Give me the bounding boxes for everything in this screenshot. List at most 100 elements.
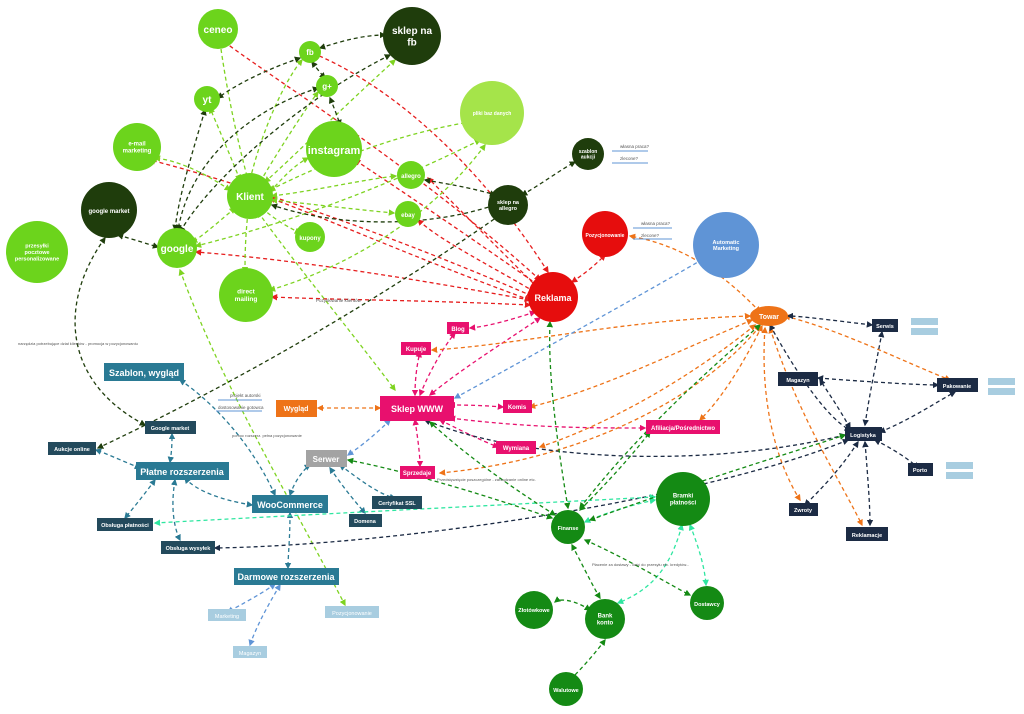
node-platne[interactable]: Płatne rozszerzenia: [136, 462, 229, 480]
node-obsluga-platnosci[interactable]: Obsługa płatności: [97, 518, 153, 531]
node-porto[interactable]: Porto: [908, 463, 933, 476]
svg-text:Blog: Blog: [451, 327, 465, 333]
node-finanse[interactable]: Finanse: [551, 510, 585, 544]
svg-text:Serwer: Serwer: [313, 455, 340, 464]
node-google-market[interactable]: google market: [81, 182, 137, 238]
node-google-market2[interactable]: Google market: [145, 421, 196, 434]
node-sprzedaje[interactable]: Sprzedaje: [400, 466, 435, 479]
svg-text:Marketing: Marketing: [215, 614, 239, 620]
node-szablon-wyglad[interactable]: Szablon, wygląd: [104, 363, 184, 381]
node-walutowe[interactable]: Walutowe: [549, 672, 583, 706]
node-instagram[interactable]: instagram: [306, 121, 362, 177]
node-marketing[interactable]: Marketing: [208, 609, 246, 621]
edge-woo-szablon: [178, 379, 276, 497]
edge-towar-pakowanie: [783, 314, 952, 382]
edge-platne-gm2: [167, 432, 176, 464]
node-domena[interactable]: Domena: [349, 514, 382, 527]
node-pliki[interactable]: pliki baz danych: [460, 81, 524, 145]
node-magazyn-left[interactable]: Magazyn: [233, 646, 267, 658]
edge-platne-wysylek: [170, 478, 181, 542]
node-zwroty[interactable]: Zwroty: [789, 503, 818, 516]
node-reklamacje[interactable]: Reklamacje: [846, 527, 888, 541]
node-logistyka[interactable]: Logistyka: [845, 427, 882, 441]
svg-text:Certyfikat SSL: Certyfikat SSL: [378, 501, 416, 507]
svg-text:ceneo: ceneo: [204, 25, 233, 36]
edge-sklepallegro-szablon: [520, 161, 577, 196]
node-reklama[interactable]: Reklama: [528, 272, 578, 322]
svg-text:Sklep WWW: Sklep WWW: [391, 404, 444, 414]
edge-reklama-direct: [270, 293, 532, 309]
node-magazyn-right[interactable]: Magazyn: [778, 372, 818, 386]
svg-text:Magazyn: Magazyn: [239, 651, 261, 657]
edge-bramki-dostawcy: [688, 523, 709, 587]
node-komis[interactable]: Komis: [503, 400, 532, 413]
edge-finanse-dostawcy: [583, 539, 692, 596]
svg-text:Reklama: Reklama: [534, 293, 572, 303]
edge-sklep-serwer: [346, 419, 391, 456]
edge-fb-gplus: [311, 60, 326, 79]
note-pomoc: pomoc rozszerz. pełna pozycjonowanie: [232, 433, 303, 438]
svg-text:zlecone?: zlecone?: [641, 233, 660, 238]
node-obsluga-wysylek[interactable]: Obsługa wysyłek: [161, 541, 215, 554]
svg-text:Szablon, wygląd: Szablon, wygląd: [109, 368, 179, 378]
node-ceneo[interactable]: ceneo: [198, 9, 238, 49]
svg-text:Finanse: Finanse: [558, 526, 579, 532]
edge-pliki-direct: [268, 143, 486, 292]
svg-text:g+: g+: [322, 82, 332, 91]
node-aukcje-online[interactable]: Aukcje online: [48, 442, 96, 455]
edge-platne-platnosci: [124, 478, 156, 519]
node-gplus[interactable]: g+: [316, 75, 338, 97]
edge-sklepallegro-aukcje: [96, 214, 502, 449]
edge-platne-aukcje: [94, 448, 142, 470]
connections: [74, 31, 957, 681]
node-darmowe[interactable]: Darmowe rozszerzenia: [234, 568, 339, 585]
edge-reklama-pozyc: [570, 254, 606, 283]
node-afiliacja[interactable]: Afiliacja/Pośrednictwo: [646, 420, 720, 434]
node-dostawcy[interactable]: Dostawcy: [690, 586, 724, 620]
node-kupony[interactable]: kupony: [295, 222, 325, 252]
node-allegro[interactable]: allegro: [397, 161, 425, 189]
node-woocommerce[interactable]: WooCommerce: [252, 495, 328, 513]
edge-towar-zwroty: [761, 326, 801, 502]
tag-pakowanie-2: [988, 388, 1015, 395]
node-pozycjonowanie2[interactable]: Pozycjonowanie: [325, 606, 379, 618]
node-pakowanie[interactable]: Pakowanie: [937, 378, 978, 392]
svg-text:Wygląd: Wygląd: [284, 406, 309, 413]
edge-logistyka-porto: [873, 439, 919, 469]
edge-klient-email: [153, 155, 232, 191]
node-wymiana[interactable]: Wymiana: [496, 441, 536, 454]
node-yt[interactable]: yt: [194, 86, 220, 112]
node-kupuje[interactable]: Kupuje: [401, 342, 431, 355]
node-blog[interactable]: Blog: [447, 322, 469, 334]
node-serwis[interactable]: Serwis: [872, 319, 898, 332]
edge-yt-google: [172, 108, 207, 232]
node-klient[interactable]: Klient: [227, 173, 273, 219]
node-sklep-www[interactable]: Sklep WWW: [380, 396, 454, 421]
svg-text:Google market: Google market: [151, 426, 190, 432]
svg-text:Obsługa wysyłek: Obsługa wysyłek: [166, 546, 212, 552]
edge-reklama-email: [148, 158, 534, 297]
node-pozycjonowanie[interactable]: Pozycjonowanie: [582, 211, 628, 257]
node-serwer[interactable]: Serwer: [306, 450, 347, 467]
node-zlotowkowe[interactable]: Złotówkowe: [515, 591, 553, 629]
node-google[interactable]: google: [157, 228, 197, 268]
tag-porto-1: [946, 462, 973, 469]
node-ebay[interactable]: ebay: [395, 201, 421, 227]
node-towar[interactable]: Towar: [750, 306, 788, 326]
edge-klient-yt: [209, 106, 242, 182]
node-certyfikat[interactable]: Certyfikat SSL: [372, 496, 422, 509]
node-wyglad[interactable]: Wygląd: [276, 400, 317, 417]
node-fb[interactable]: fb: [299, 41, 321, 63]
